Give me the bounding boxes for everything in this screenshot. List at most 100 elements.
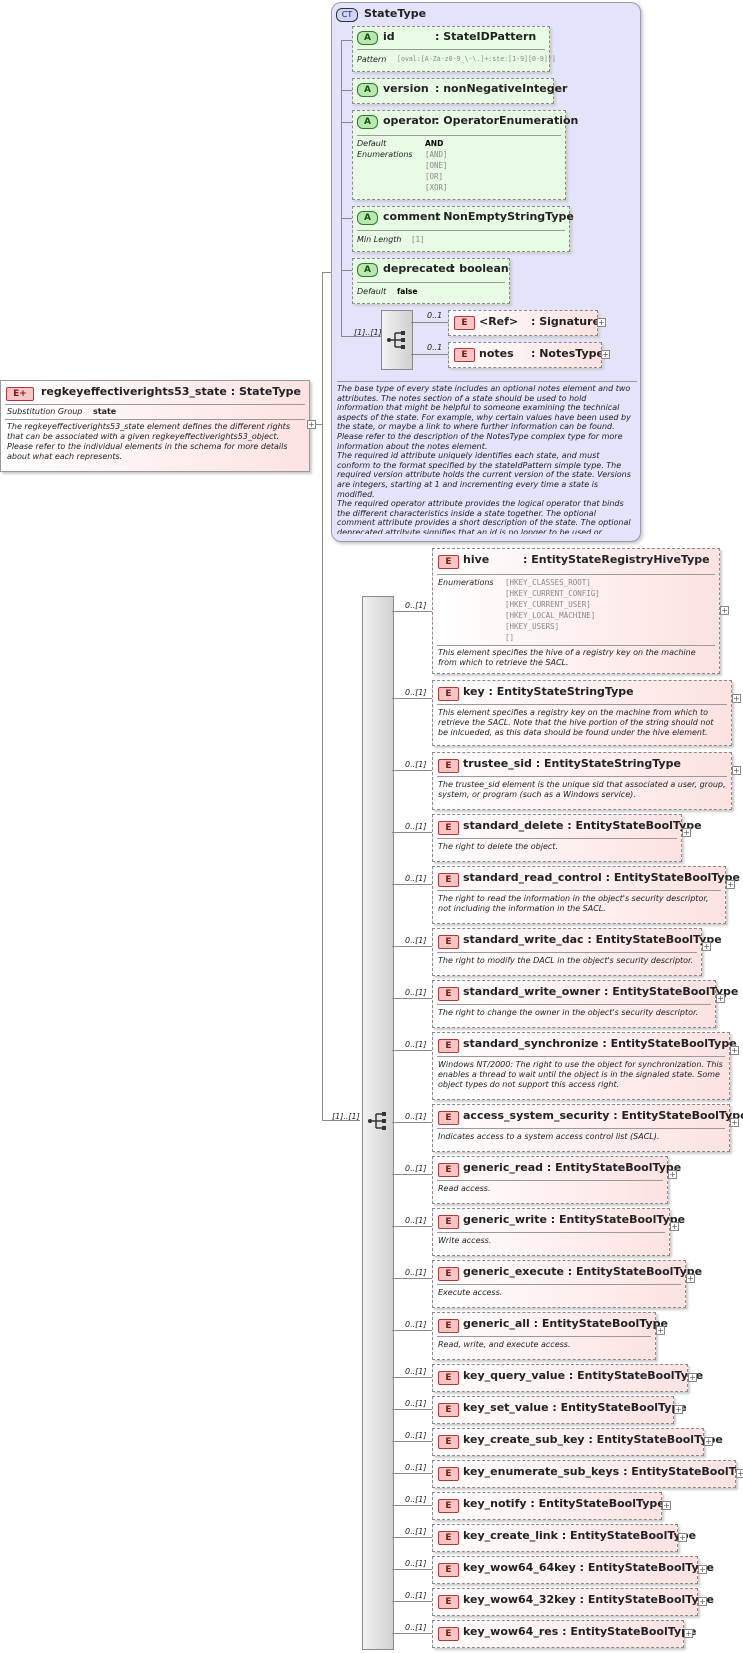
separator	[357, 49, 545, 50]
connector	[411, 322, 448, 323]
enumeration-value: [HKEY_CURRENT_USER]	[505, 600, 591, 609]
element-name: standard_write_owner	[463, 985, 601, 998]
element-badge-icon: E	[438, 555, 459, 569]
expand-toggle-icon[interactable]: +	[698, 1597, 707, 1606]
expand-toggle-icon[interactable]: +	[720, 606, 729, 615]
separator	[437, 838, 677, 839]
attribute-version[interactable]: A version : nonNegativeInteger	[352, 78, 567, 104]
expand-toggle-icon[interactable]: +	[656, 1326, 665, 1335]
expand-toggle-icon[interactable]: +	[597, 318, 606, 327]
connector	[392, 1537, 432, 1538]
connector	[392, 1226, 432, 1227]
connector	[341, 40, 353, 41]
expand-toggle-icon[interactable]: +	[684, 1629, 693, 1638]
attribute-name: operator	[383, 114, 437, 127]
expand-toggle-icon[interactable]: +	[736, 1469, 743, 1478]
element-type: : EntityStateBoolType	[613, 1109, 743, 1122]
multiplicity-label: 0..1	[427, 343, 443, 352]
attribute-name: deprecated	[383, 262, 454, 275]
element-notes[interactable]: E notes : NotesType	[448, 342, 604, 368]
multiplicity-label: [1]..[1]	[354, 328, 382, 337]
connector	[341, 122, 353, 123]
connector	[392, 1473, 432, 1474]
expand-toggle-icon[interactable]: +	[702, 942, 711, 951]
element-name: standard_synchronize	[463, 1037, 599, 1050]
attribute-operator[interactable]: A operator : OperatorEnumeration Default…	[352, 110, 578, 200]
multiplicity-label: 0..[1]	[405, 1399, 427, 1408]
element-badge-icon: E	[438, 1563, 459, 1577]
expand-toggle-icon[interactable]: +	[688, 1373, 697, 1382]
facet-label: Default	[357, 287, 387, 296]
multiplicity-label: 0..[1]	[405, 1623, 427, 1632]
expand-toggle-icon[interactable]: +	[716, 994, 725, 1003]
element-signature-ref[interactable]: E <Ref> : Signature	[448, 310, 600, 336]
element-description: This element specifies a registry key on…	[438, 708, 714, 737]
element-badge-icon: E	[438, 1319, 459, 1333]
expand-toggle-icon[interactable]: +	[732, 766, 741, 775]
expand-toggle-icon[interactable]: +	[704, 1437, 713, 1446]
element-badge-icon: E	[438, 821, 459, 835]
expand-toggle-icon[interactable]: +	[698, 1565, 707, 1574]
expand-toggle-icon[interactable]: +	[732, 694, 741, 703]
expand-toggle-icon[interactable]: +	[674, 1405, 683, 1414]
expand-toggle-icon[interactable]: +	[686, 1274, 695, 1283]
expand-toggle-icon[interactable]: +	[726, 880, 735, 889]
element-hive[interactable]: E hive : EntityStateRegistryHiveType Enu…	[432, 548, 720, 674]
separator	[437, 1128, 725, 1129]
element-badge-icon: E	[438, 1267, 459, 1281]
element-name: key_wow64_32key	[463, 1593, 576, 1606]
expand-toggle-icon[interactable]: +	[307, 420, 316, 429]
attribute-type: : StateIDPattern	[435, 30, 537, 43]
separator	[437, 776, 727, 777]
element-description: The right to read the information in the…	[438, 894, 709, 913]
substitution-group-value: state	[93, 407, 117, 416]
root-element-box[interactable]: E+ regkeyeffectiverights53_state : State…	[0, 380, 310, 472]
attribute-badge-icon: A	[357, 83, 378, 97]
element-description: Read, write, and execute access.	[438, 1340, 571, 1349]
element-title: standard_read_control : EntityStateBoolT…	[463, 871, 740, 884]
attribute-deprecated[interactable]: A deprecated : boolean Default false	[352, 258, 510, 304]
element-type: : EntityStateBoolType	[579, 1593, 714, 1606]
expand-toggle-icon[interactable]: +	[678, 1533, 687, 1542]
attribute-comment[interactable]: A comment : NonEmptyStringType Min Lengt…	[352, 206, 574, 252]
expand-toggle-icon[interactable]: +	[730, 1118, 739, 1127]
element-name: key	[463, 685, 485, 698]
expand-toggle-icon[interactable]: +	[662, 1501, 671, 1510]
sequence-compositor[interactable]	[362, 596, 394, 1650]
expand-toggle-icon[interactable]: +	[601, 350, 610, 359]
root-element-description: The regkeyeffectiverights53_state elemen…	[7, 422, 290, 461]
separator	[437, 1056, 725, 1057]
element-title: standard_write_dac : EntityStateBoolType	[463, 933, 722, 946]
expand-toggle-icon[interactable]: +	[682, 828, 691, 837]
element-description: Indicates access to a system access cont…	[438, 1132, 660, 1141]
sequence-compositor[interactable]	[381, 310, 413, 370]
expand-toggle-icon[interactable]: +	[670, 1222, 679, 1231]
expand-toggle-icon[interactable]: +	[730, 1046, 739, 1055]
connector	[392, 611, 432, 612]
attribute-id[interactable]: A id : StateIDPattern Pattern [oval:[A-Z…	[352, 26, 556, 72]
attribute-badge-icon: A	[357, 31, 378, 45]
expand-toggle-icon[interactable]: +	[668, 1170, 677, 1179]
element-badge-icon: E	[438, 935, 459, 949]
